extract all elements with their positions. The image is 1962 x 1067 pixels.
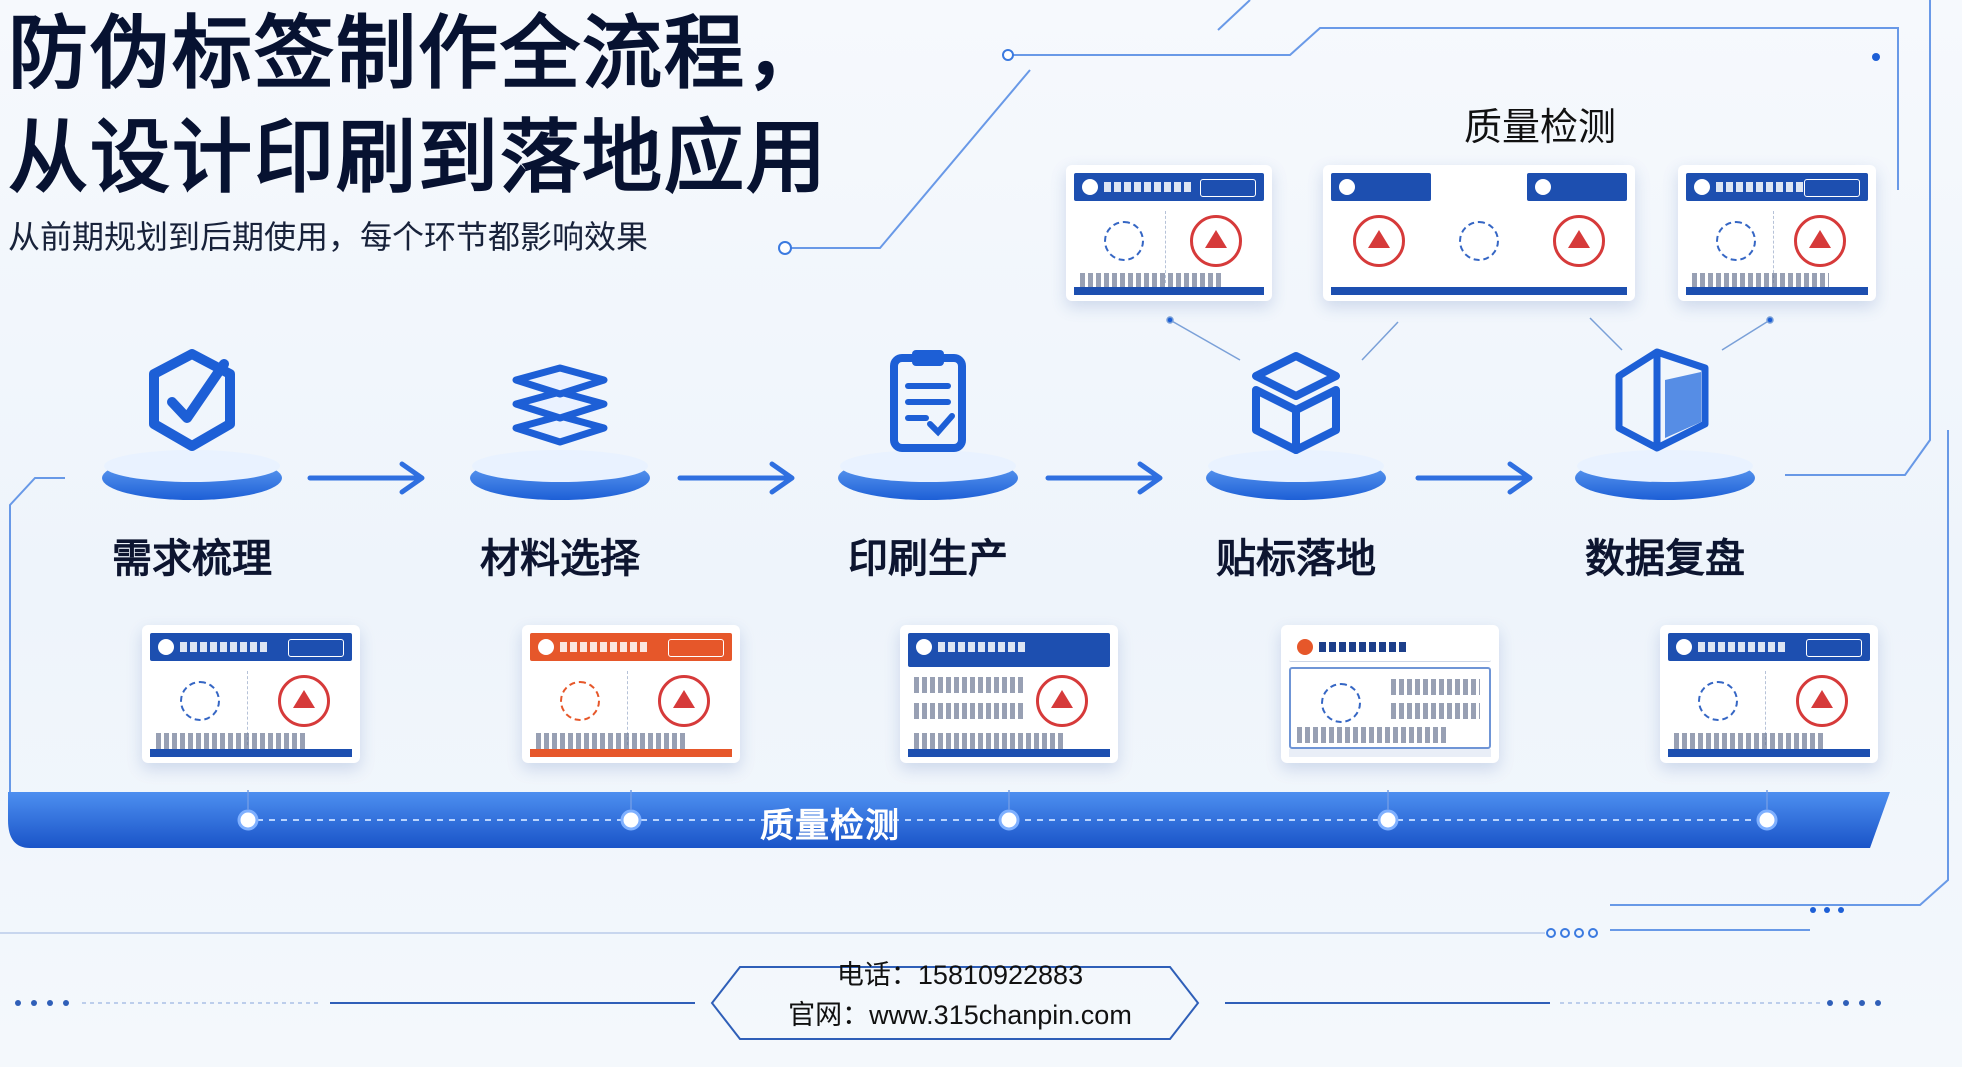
step-data-review: 数据复盘	[1555, 330, 1775, 590]
label-sample-card	[1066, 165, 1272, 301]
step-label: 需求梳理	[112, 537, 272, 581]
shield-check-icon	[149, 349, 235, 451]
label-sample-card	[142, 625, 360, 763]
podium	[470, 450, 650, 500]
title-line-2: 从设计印刷到落地应用	[8, 113, 828, 202]
layers-icon	[512, 364, 608, 446]
label-sample-card	[1660, 625, 1878, 763]
step-label: 材料选择	[480, 537, 640, 581]
label-sample-card	[900, 625, 1118, 763]
label-sample-card	[1678, 165, 1876, 301]
contact-phone: 电话：15810922883	[836, 960, 1084, 990]
podium	[838, 450, 1018, 500]
step-material-selection: 材料选择	[450, 330, 670, 590]
step-label: 数据复盘	[1585, 537, 1745, 581]
podium	[1206, 450, 1386, 500]
clipboard-check-icon	[890, 350, 966, 452]
step-label: 印刷生产	[848, 537, 1008, 581]
label-sample-card	[522, 625, 740, 763]
label-sample-card	[1281, 625, 1499, 763]
page-title: 防伪标签制作全流程， 从设计印刷到落地应用	[8, 2, 828, 210]
page-subtitle: 从前期规划到后期使用，每个环节都影响效果	[8, 219, 649, 255]
step-requirement-analysis: 需求梳理	[82, 330, 302, 590]
quality-check-top-label: 质量检测	[1463, 107, 1616, 149]
step-label: 贴标落地	[1216, 537, 1376, 581]
step-labeling-application: 贴标落地	[1186, 330, 1406, 590]
label-sample-card	[1323, 165, 1635, 301]
contact-box: 电话：15810922883 官网：www.315chanpin.com	[720, 955, 1200, 1035]
podium	[1575, 450, 1755, 500]
contact-website[interactable]: 官网：www.315chanpin.com	[788, 1000, 1132, 1030]
cube-split-icon	[1615, 348, 1709, 452]
podium	[102, 450, 282, 500]
quality-check-bar-label: 质量检测	[760, 807, 900, 845]
box-icon	[1252, 352, 1340, 454]
step-printing-production: 印刷生产	[818, 330, 1038, 590]
title-line-1: 防伪标签制作全流程，	[8, 9, 828, 98]
